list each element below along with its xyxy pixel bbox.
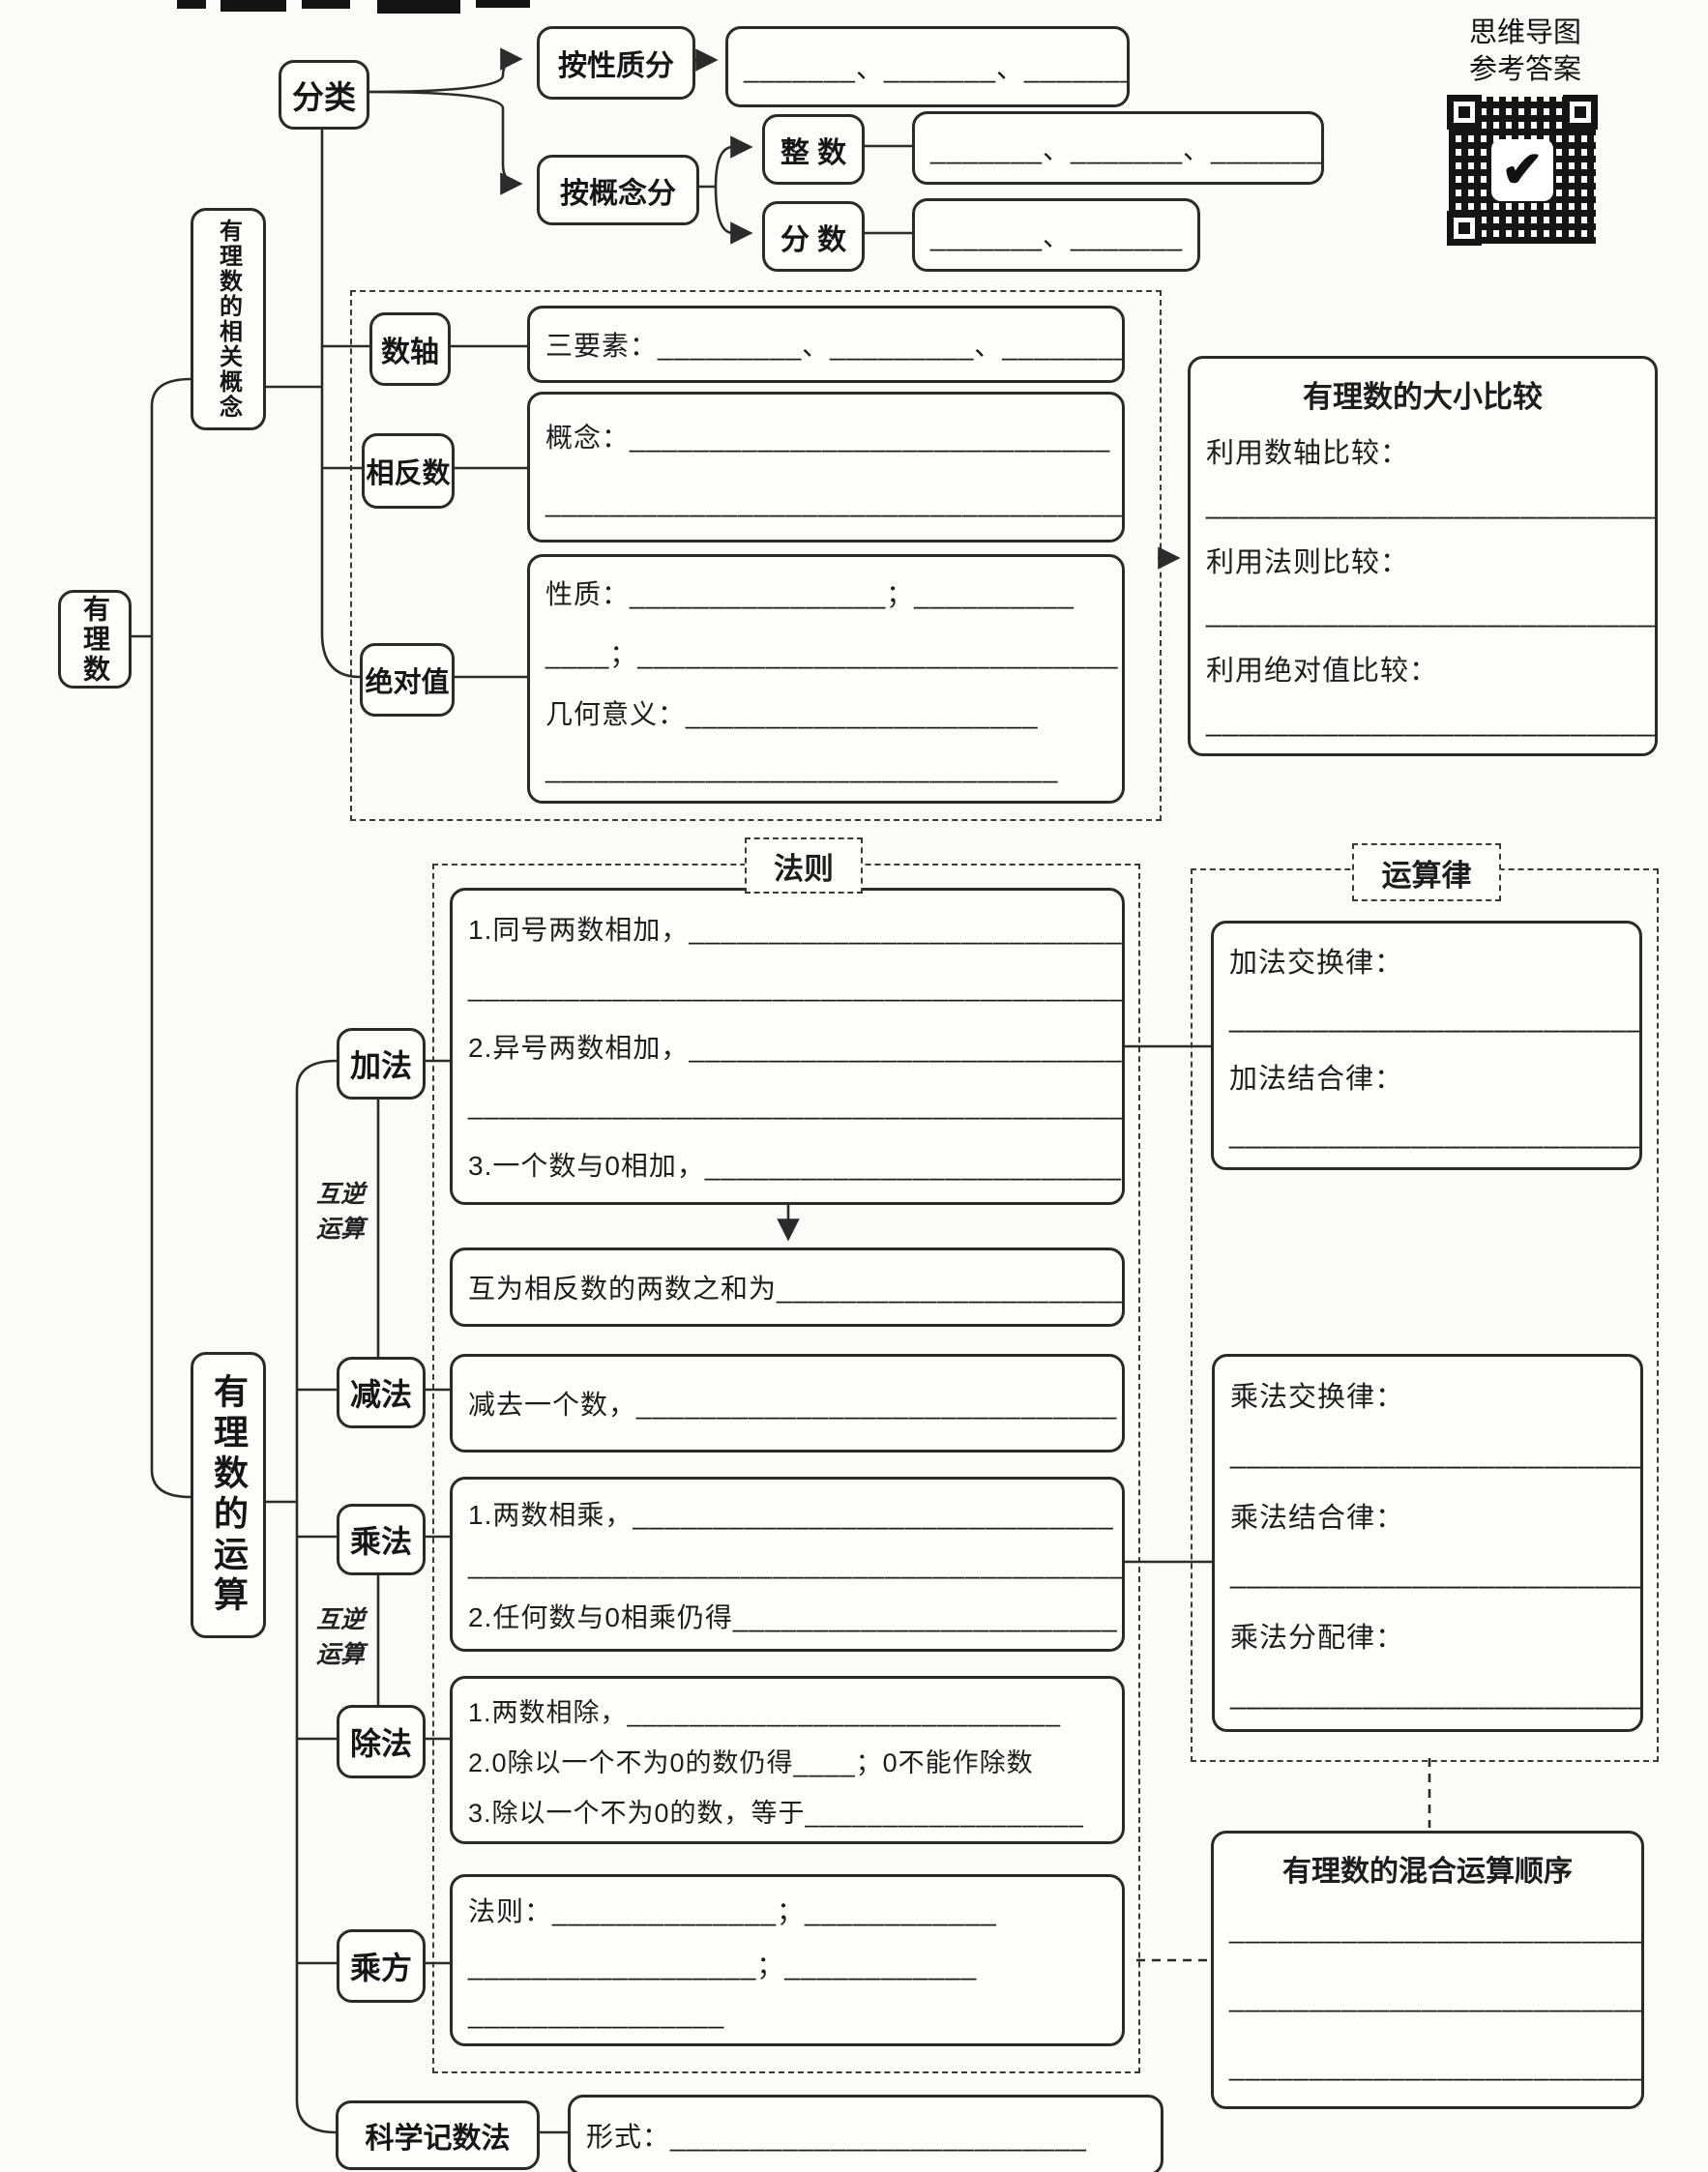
text-line: ______________________________ [1206, 488, 1658, 520]
node-absolute-value: 绝对值 [360, 643, 455, 717]
blank-line: 互为相反数的两数之和为________________________ [468, 1274, 1125, 1304]
text-line: ________________________________________… [468, 1548, 1125, 1579]
box-by-property-blanks: _______、_______、_______ [725, 26, 1130, 107]
inverse-operations-label: 互逆 运算 [315, 1607, 365, 1669]
box-division-rules: 1.两数相除，____________________________ 2.0除以… [450, 1676, 1125, 1844]
page-title-fragment [476, 0, 530, 8]
blank-line: _______、_______、_______ [930, 134, 1324, 164]
node-by-property: 按性质分 [537, 26, 695, 100]
box-absolute-value: 性质：________________；__________ ____；_____… [527, 554, 1125, 804]
text-line: 加法交换律： [1229, 948, 1404, 980]
text-line: ________________ [468, 1999, 725, 2029]
node-power: 乘方 [337, 1929, 426, 2003]
text-line: 3.除以一个不为0的数，等于__________________ [468, 1798, 1084, 1828]
text-line: 利用法则比较： [1206, 546, 1410, 578]
text-line: ___________________________ [1230, 1679, 1643, 1711]
box-power-rules: 法则：______________；____________ __________… [450, 1874, 1125, 2046]
box-multiplication-laws: 乘法交换律： ___________________________ 乘法结合律： _… [1212, 1354, 1643, 1732]
text-line: 概念：______________________________ [545, 422, 1111, 453]
text-line: 1.同号两数相加，____________________________ [468, 914, 1125, 945]
text-line: ________________________________________… [468, 1090, 1125, 1121]
branch-operations: 有理数的运算 [191, 1352, 266, 1638]
root-node: 有理数 [58, 590, 132, 689]
box-opposite-number: 概念：______________________________ _______… [527, 392, 1125, 543]
text-line: __________________________ [1229, 2050, 1644, 2081]
node-addition: 加法 [337, 1028, 426, 1100]
box-scientific-form: 形式：__________________________ [568, 2095, 1163, 2172]
qr-caption: 思维导图 参考答案 [1443, 15, 1607, 88]
page-title-fragment [177, 0, 206, 9]
qr-checkmark-icon: ✔ [1491, 139, 1553, 201]
box-subtraction-rules: 减去一个数，______________________________ [450, 1354, 1125, 1453]
node-scientific-notation: 科学记数法 [336, 2100, 540, 2170]
text-line: ___________________________ [1229, 1118, 1642, 1150]
text-line: 法则：______________；____________ [468, 1896, 997, 1926]
box-integer-blanks: _______、_______、_______ [912, 111, 1324, 185]
node-integer: 整 数 [762, 114, 865, 185]
text-line: 形式：__________________________ [586, 2122, 1087, 2152]
text-line: ______________________________ [1206, 706, 1658, 738]
text-line: 性质：________________；__________ [545, 579, 1075, 609]
box-multiplication-rules: 1.两数相乘，______________________________ ___… [450, 1477, 1125, 1652]
text-line: ________________________________ [545, 753, 1059, 783]
text-line: 2.异号两数相加，____________________________ [468, 1032, 1125, 1063]
node-division: 除法 [337, 1705, 426, 1778]
rules-group-title: 法则 [745, 837, 863, 894]
node-by-concept: 按概念分 [537, 155, 699, 225]
node-classification: 分类 [279, 60, 369, 130]
page-title-fragment [221, 0, 286, 12]
text-line: ___________________________ [1230, 1438, 1643, 1470]
node-number-line: 数轴 [369, 312, 451, 386]
box-size-comparison: 有理数的大小比较 利用数轴比较： ________________________… [1188, 356, 1658, 756]
qr-finder-icon [1447, 211, 1482, 246]
comparison-title: 有理数的大小比较 [1303, 380, 1543, 414]
text-line: ________________________________________ [545, 486, 1125, 517]
node-opposite-number: 相反数 [362, 433, 455, 509]
blank-line: _______、_______、_______ [744, 53, 1130, 83]
text-line: 加法结合律： [1229, 1064, 1404, 1096]
text-line: 几何意义：______________________ [545, 699, 1039, 729]
qr-caption-line1: 思维导图 [1468, 17, 1581, 48]
text-line: 利用绝对值比较： [1206, 655, 1439, 687]
text-line: 1.两数相除，____________________________ [468, 1697, 1061, 1727]
node-multiplication: 乘法 [337, 1504, 426, 1575]
text-line: ______________________________ [1206, 598, 1658, 630]
text-line: 三要素：_________、_________、_________ [545, 331, 1125, 361]
text-line: ________________________________________… [468, 971, 1125, 1002]
node-fraction: 分 数 [762, 201, 865, 272]
qr-finder-icon [1447, 95, 1482, 130]
text-line: 利用数轴比较： [1206, 438, 1410, 470]
box-mixed-operation-order: 有理数的混合运算顺序 __________________________ ___… [1211, 1831, 1644, 2109]
page-title-fragment [302, 0, 350, 9]
text-line: __________________________ [1229, 1914, 1644, 1945]
text-line: 1.两数相乘，______________________________ [468, 1499, 1114, 1530]
text-line: __________________；____________ [468, 1951, 978, 1981]
inverse-operations-label: 互逆 运算 [315, 1182, 365, 1244]
box-addition-laws: 加法交换律： ___________________________ 加法结合律： _… [1211, 921, 1642, 1170]
text-line: 2.任何数与0相乘仍得________________________ [468, 1601, 1118, 1632]
box-number-line: 三要素：_________、_________、_________ [527, 306, 1125, 383]
text-line: ____；______________________________ [545, 639, 1119, 669]
page-title-fragment [377, 0, 460, 14]
node-subtraction: 减法 [337, 1357, 426, 1428]
laws-group-title: 运算律 [1352, 843, 1501, 901]
text-line: 3.一个数与0相加，__________________________ [468, 1151, 1122, 1182]
qr-caption-line2: 参考答案 [1468, 53, 1581, 85]
box-fraction-blanks: _______、_______ [912, 198, 1200, 272]
text-line: 乘法分配律： [1230, 1622, 1405, 1654]
branch-concepts: 有理数的相关概念 [191, 208, 266, 430]
blank-line: _______、_______ [930, 221, 1184, 251]
text-line: 乘法结合律： [1230, 1502, 1405, 1534]
qr-code: ✔ [1447, 95, 1598, 246]
text-line: ___________________________ [1229, 1002, 1642, 1034]
qr-finder-icon [1563, 95, 1598, 130]
text-line: 减去一个数，______________________________ [468, 1390, 1118, 1420]
text-line: __________________________ [1229, 1981, 1644, 2012]
box-opposite-sum: 互为相反数的两数之和为________________________ [450, 1247, 1125, 1327]
mixed-order-title: 有理数的混合运算顺序 [1282, 1856, 1573, 1888]
text-line: 乘法交换律： [1230, 1382, 1405, 1414]
text-line: 2.0除以一个不为0的数仍得____；0不能作除数 [468, 1747, 1034, 1777]
box-addition-rules: 1.同号两数相加，____________________________ ___… [450, 888, 1125, 1205]
text-line: ___________________________ [1230, 1559, 1643, 1591]
